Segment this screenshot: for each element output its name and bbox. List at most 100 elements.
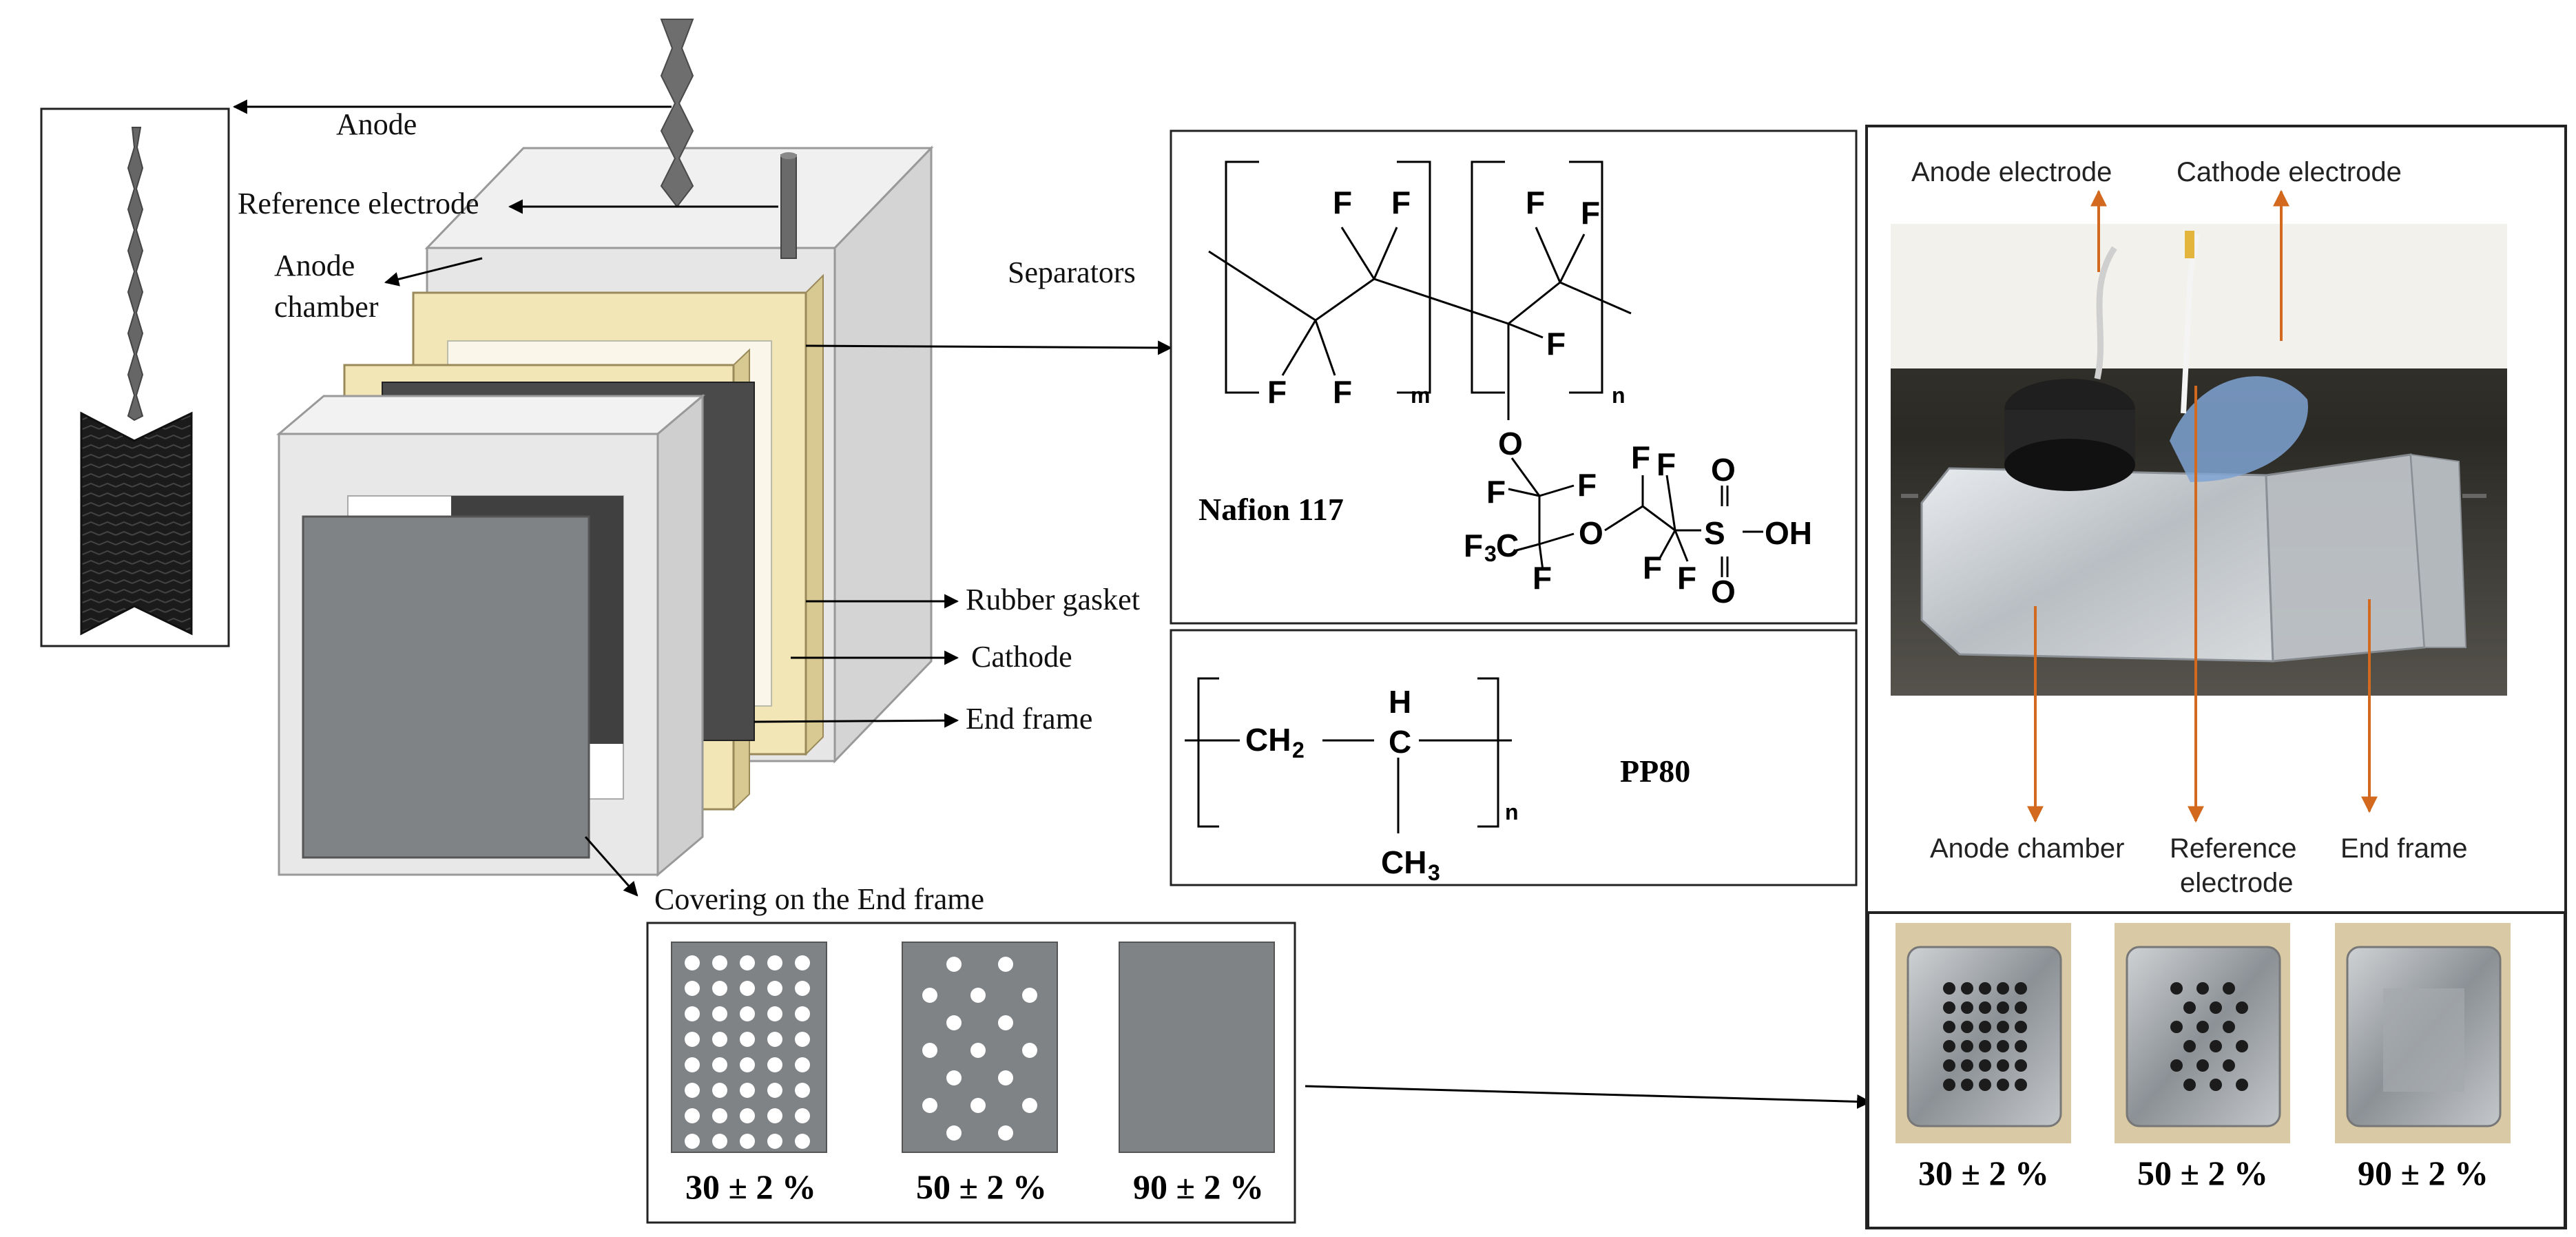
photo-covering-label-50: 50 ± 2 % [2137,1154,2268,1192]
photo-covering-hole [2236,1040,2248,1052]
photo-covering-hole [2236,1079,2248,1091]
photo-covering-hole [1943,1079,1955,1091]
covering-hole [712,1057,727,1072]
covering-to-photo-arrow [1305,1085,1872,1109]
covering-hole [1022,988,1037,1003]
covering-hole [767,1032,782,1047]
nafion-f-3: F [1267,374,1287,410]
end-frame-arrow [754,713,959,728]
covering-50-holes [922,957,1037,1141]
nafion-f-8: F [1486,474,1506,510]
photo-covering-hole [2236,1001,2248,1014]
covering-hole [740,981,755,996]
covering-hole [740,1057,755,1072]
covering-arrow [584,836,638,897]
photo-covering-hole [1997,1079,2009,1091]
photo-covering-hole [1997,1059,2009,1072]
photo-covering-hole [1979,1059,1991,1072]
label-covering: Covering on the End frame [654,882,984,916]
nafion-o-1: O [1498,426,1523,461]
photo-covering-50 [2115,923,2290,1143]
covering-label-90: 90 ± 2 % [1133,1167,1264,1206]
separators-arrow [805,340,1173,355]
photo-covering-30 [1895,923,2071,1143]
reference-electrode-rod [780,152,797,259]
covering-hole [712,1083,727,1098]
nafion-s: S [1704,515,1725,551]
pp80-ch2: CH [1245,722,1291,758]
photo-covering-hole [2223,1021,2235,1033]
photo-covering-hole [1979,1040,1991,1052]
nafion-oh: OH [1765,515,1812,551]
covering-hole [685,955,700,970]
covering-30-holes [685,955,810,1149]
photo-covering-hole [2183,1079,2196,1091]
covering-hole [767,1134,782,1149]
photo-covering-hole [1943,1001,1955,1014]
photo-covering-hole [1943,1059,1955,1072]
covering-hole [712,1006,727,1021]
covering-hole [795,1006,810,1021]
photo-covering-hole [1979,982,1991,995]
photo-covering-hole [1961,1021,1973,1033]
photo-covering-hole [1979,1021,1991,1033]
photo-covering-hole [2015,1079,2027,1091]
covering-hole [685,1134,700,1149]
photo-covering-hole [2210,1001,2222,1014]
covering-label-30: 30 ± 2 % [685,1167,816,1206]
covering-hole [795,1032,810,1047]
nafion-f-5: F [1526,185,1545,220]
label-anode-chamber-2: chamber [274,290,379,324]
photo-covering-hole [1997,1021,2009,1033]
label-reference-electrode: Reference electrode [238,187,479,220]
photo-covering-hole [2015,1040,2027,1052]
nafion-f-4: F [1333,374,1352,410]
reactor-photo [1891,224,2507,696]
reactor-photo-panel: Anode electrode Cathode electrode Anode … [1865,125,2567,1229]
photo-label-end-frame: End frame [2340,833,2468,864]
photo-covering-hole [2223,982,2235,995]
photo-covering-hole [1961,1040,1973,1052]
covering-plate [302,515,590,859]
photo-label-anode-electrode: Anode electrode [1911,157,2112,187]
photo-covering-hole [2015,982,2027,995]
photo-covering-label-30: 30 ± 2 % [1918,1154,2049,1192]
nafion-f-12: F [1656,446,1676,482]
photo-covering-hole [2196,1059,2209,1072]
covering-hole [946,957,962,972]
nafion-f-6: F [1581,195,1600,231]
covering-hole [740,1108,755,1123]
covering-hole [922,1043,937,1058]
nafion-f-9: F [1577,467,1597,503]
pp80-name: PP80 [1620,753,1690,789]
photo-label-anode-chamber: Anode chamber [1930,833,2124,864]
covering-hole [685,1108,700,1123]
photo-covering-hole [2183,1040,2196,1052]
nafion-f-13: F [1643,550,1662,585]
covering-hole [795,955,810,970]
pp80-box-frame [1170,629,1858,886]
photo-covering-hole [2015,1059,2027,1072]
covering-hole [970,1043,986,1058]
photo-covering-hole [2170,1059,2183,1072]
covering-hole [767,1006,782,1021]
pp80-sub-n: n [1505,800,1519,824]
covering-hole [998,1015,1013,1030]
covering-hole [998,1070,1013,1085]
nafion-cf3-f: F [1464,528,1483,563]
covering-hole [970,988,986,1003]
photo-covering-hole [1961,982,1973,995]
photo-covering-hole [1943,1040,1955,1052]
label-rubber-gasket: Rubber gasket [966,583,1140,616]
nafion-box-frame [1170,129,1858,625]
covering-hole [740,1083,755,1098]
covering-hole [1022,1098,1037,1113]
nafion-o-2: O [1579,515,1603,551]
anode-rod-top [660,19,694,208]
photo-covering-hole [1979,1079,1991,1091]
covering-hole [1022,1043,1037,1058]
photo-covering-hole [2223,1059,2235,1072]
photo-covering-hole [1943,1021,1955,1033]
covering-hole [795,1083,810,1098]
anode-brush-inset [40,107,230,647]
